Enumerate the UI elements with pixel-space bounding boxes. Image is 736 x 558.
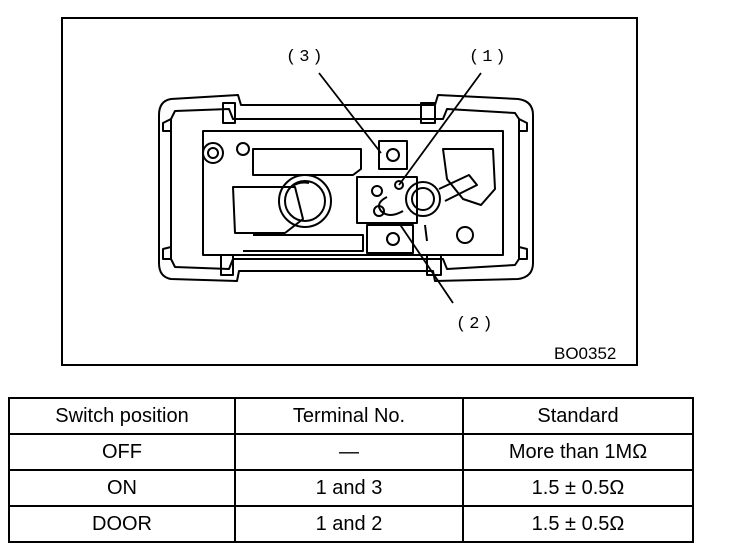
top-right-tab (420, 102, 436, 124)
cell-switch-position: OFF (8, 433, 236, 471)
left-notch (162, 118, 172, 132)
header-terminal-no: Terminal No. (234, 397, 464, 435)
top-left-tab (222, 102, 236, 124)
cell-standard: 1.5 ± 0.5Ω (462, 505, 694, 543)
outer-housing (158, 94, 534, 282)
contact-plate-upper (252, 148, 362, 176)
cell-terminal-no: 1 and 2 (234, 505, 464, 543)
cell-standard: More than 1MΩ (462, 433, 694, 471)
inner-rim (170, 108, 520, 270)
leader-line-2 (398, 222, 454, 304)
right-notch (518, 118, 528, 132)
table-row: ON 1 and 3 1.5 ± 0.5Ω (8, 469, 694, 507)
recess-line (243, 234, 364, 252)
inner-body (202, 130, 504, 256)
spring-cam (405, 181, 441, 217)
right-lower-notch (518, 246, 528, 260)
leader-line-3 (318, 72, 382, 154)
cell-terminal-no: — (234, 433, 464, 471)
left-lower-notch (162, 246, 172, 260)
callout-2: (2) (456, 315, 496, 334)
header-standard: Standard (462, 397, 694, 435)
switch-diagram-frame: (3) (1) (2) BO0352 (61, 17, 638, 366)
table-header-row: Switch position Terminal No. Standard (8, 397, 694, 435)
table-row: DOOR 1 and 2 1.5 ± 0.5Ω (8, 505, 694, 543)
callout-1: (1) (469, 48, 509, 67)
switch-spec-table: Switch position Terminal No. Standard OF… (8, 397, 694, 543)
figure-id: BO0352 (554, 344, 617, 363)
contact-plate-lower (232, 186, 304, 234)
plunger (278, 174, 332, 228)
cell-terminal-no: 1 and 3 (234, 469, 464, 507)
terminal-block (378, 140, 408, 170)
door-switch-drawing (158, 72, 534, 304)
cell-standard: 1.5 ± 0.5Ω (462, 469, 694, 507)
callout-3: (3) (286, 48, 326, 67)
cell-switch-position: ON (8, 469, 236, 507)
table-row: OFF — More than 1MΩ (8, 433, 694, 471)
header-switch-position: Switch position (8, 397, 236, 435)
leader-line-1 (398, 72, 482, 186)
cell-switch-position: DOOR (8, 505, 236, 543)
